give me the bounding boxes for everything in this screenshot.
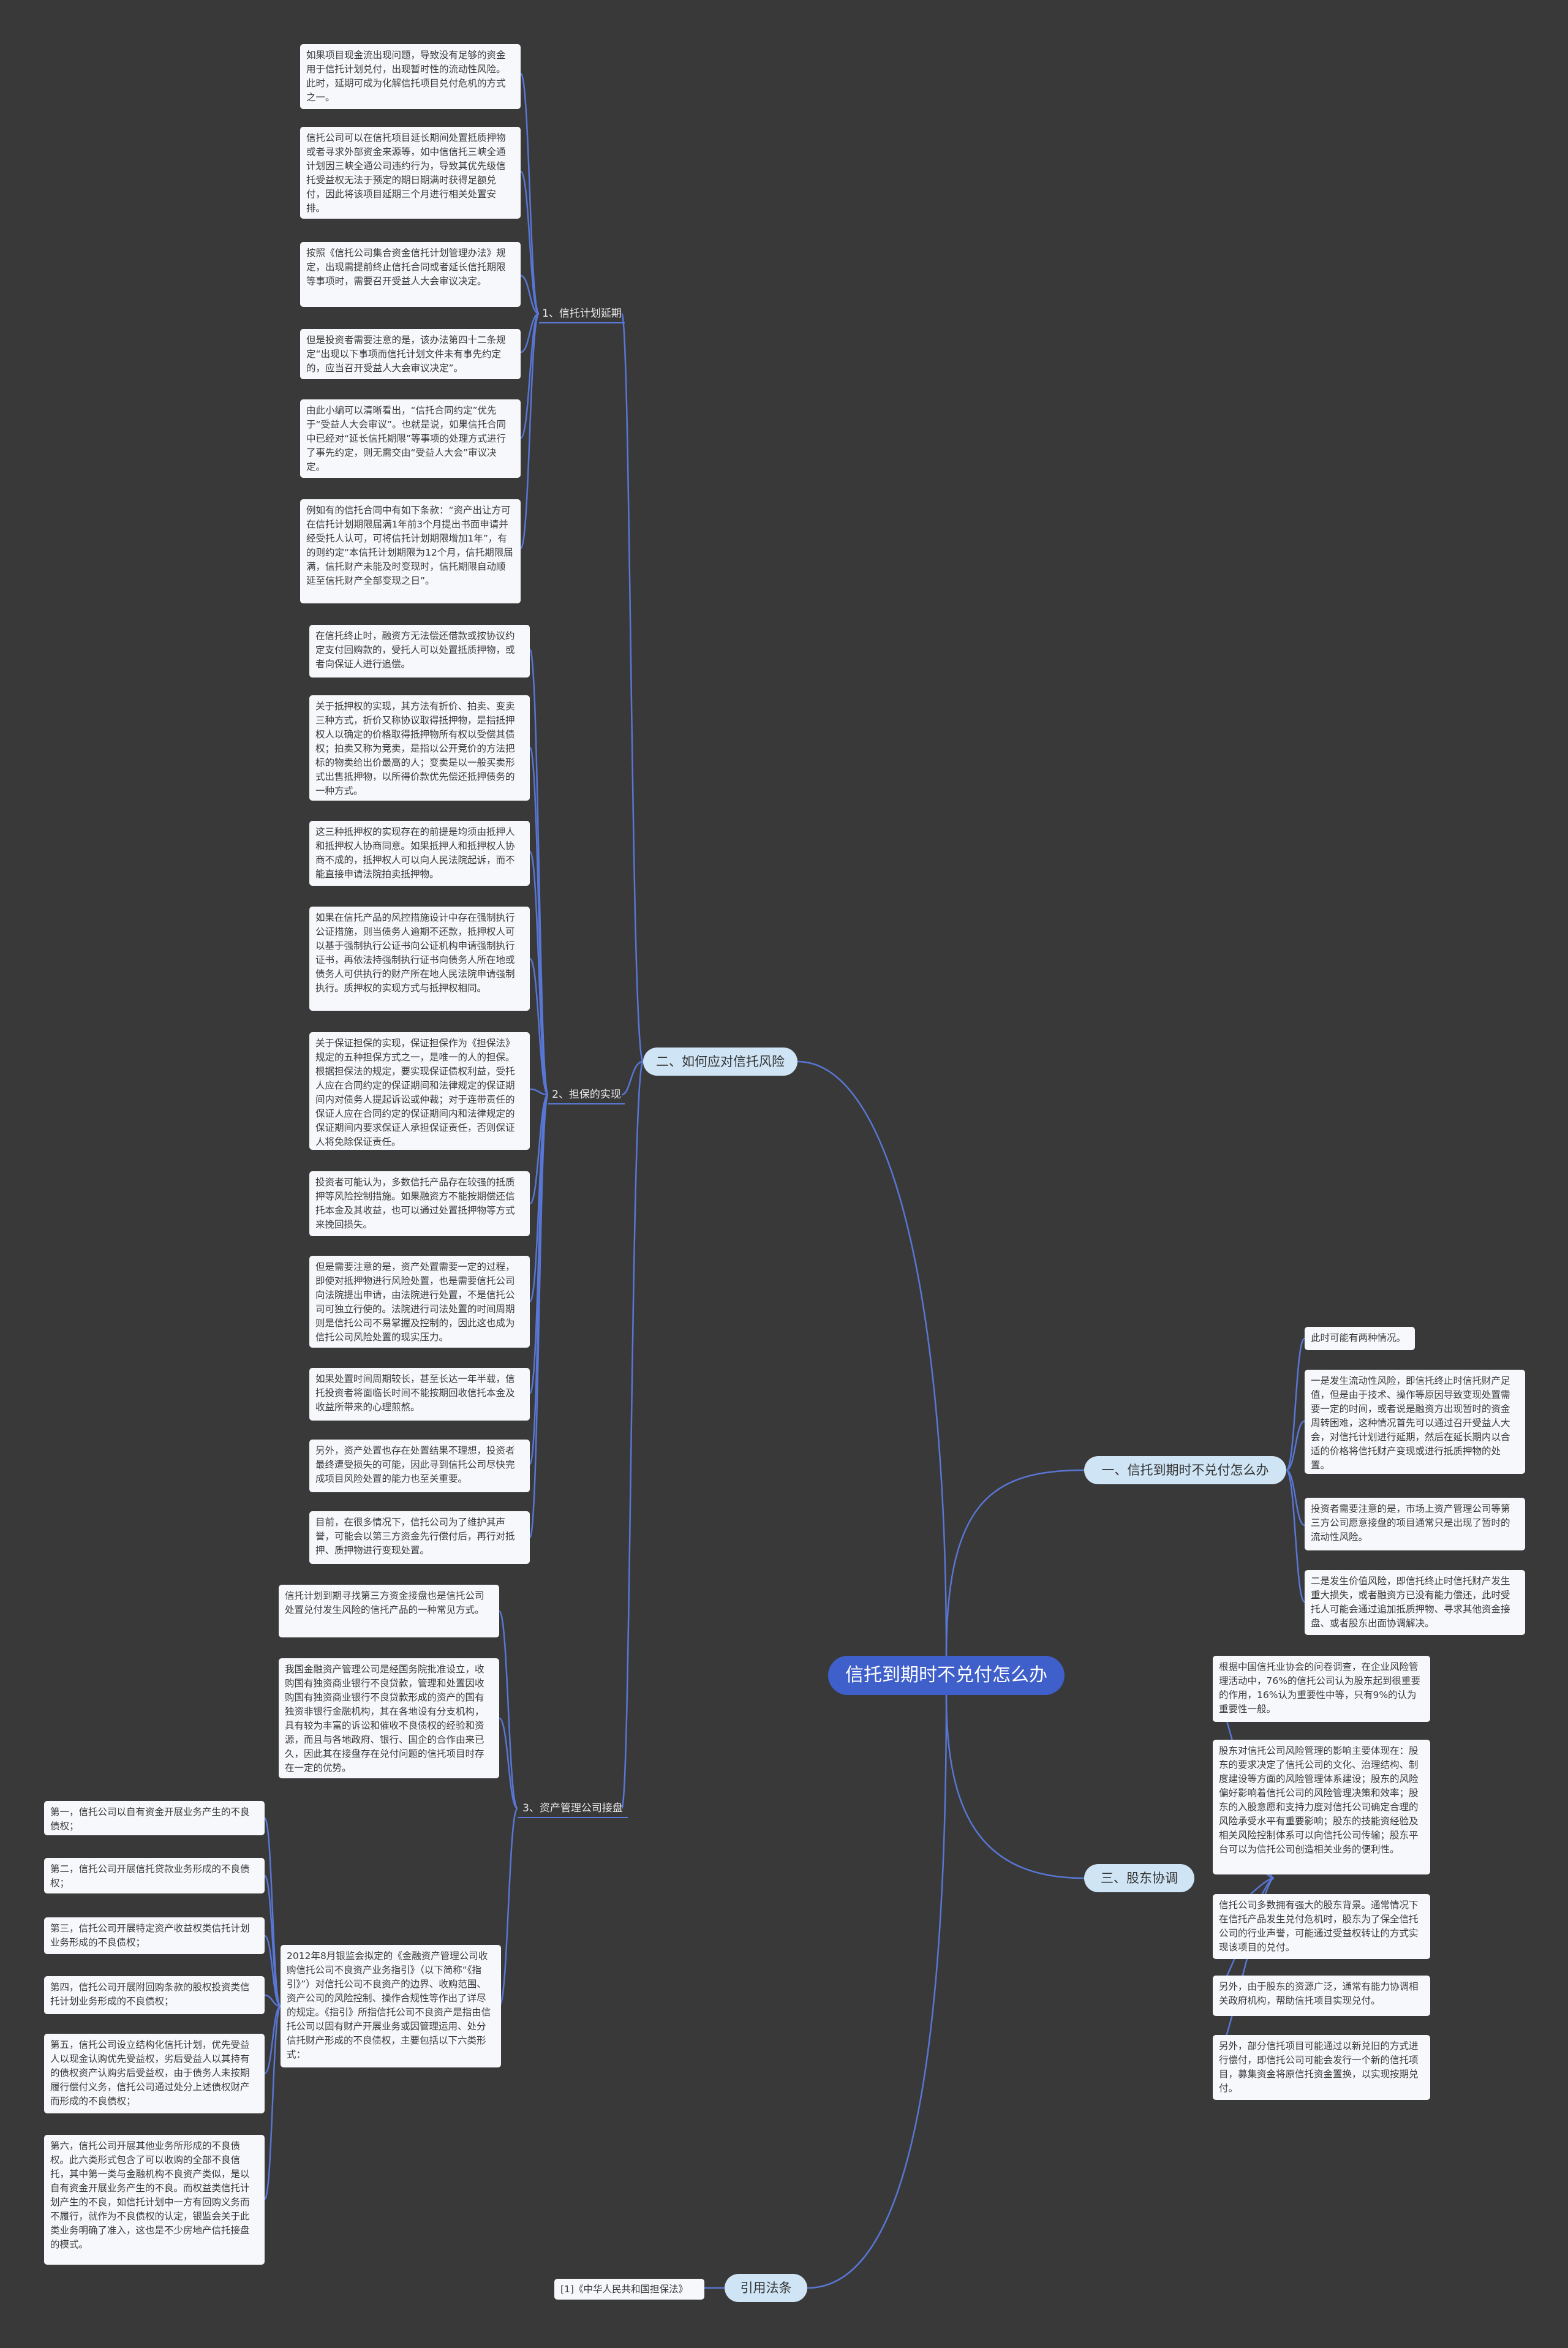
leaf-e5: 第五，信托公司设立结构化信托计划，优先受益人以现金认购优先受益权，劣后受益人以其… — [44, 2034, 265, 2113]
leaf-a2: 信托公司可以在信托项目延长期间处置抵质押物或者寻求外部资金来源等，如中信信托三峡… — [300, 127, 521, 219]
leaf-c10: 目前，在很多情况下，信托公司为了维护其声誉，可能会以第三方资金先行偿付后，再行对… — [309, 1511, 530, 1564]
leaf-r9: 另外，部分信托项目可能通过以新兑旧的方式进行偿付，即信托公司可能会发行一个新的信… — [1213, 2035, 1430, 2100]
leaf-c9: 另外，资产处置也存在处置结果不理想，投资者最终遭受损失的可能，因此寻到信托公司尽… — [309, 1440, 530, 1492]
leaf-r8: 另外，由于股东的资源广泛，通常有能力协调相关政府机构，帮助信托项目实现兑付。 — [1213, 1976, 1430, 2016]
leaf-a4: 但是投资者需要注意的是，该办法第四十二条规定“出现以下事项而信托计划文件未有事先… — [300, 329, 521, 379]
leaf-a6: 例如有的信托合同中有如下条款：“资产出让方可在信托计划期限届满1年前3个月提出书… — [300, 499, 521, 603]
leaf-r6: 股东对信托公司风险管理的影响主要体现在：股东的要求决定了信托公司的文化、治理结构… — [1213, 1740, 1430, 1874]
leaf-f1: [1]《中华人民共和国担保法》 — [554, 2279, 704, 2300]
edge-root-b4 — [807, 1694, 948, 2289]
edge-s1-leaves — [519, 72, 540, 549]
sub-s1[interactable]: 1、信托计划延期 — [539, 304, 625, 323]
sub-s2[interactable]: 2、担保的实现 — [548, 1085, 625, 1104]
edge-s3-leaves — [498, 1610, 519, 2007]
leaf-c6: 投资者可能认为，多数信托产品存在较强的抵质押等风险控制措施。如果融资方不能按期偿… — [309, 1171, 530, 1236]
edge-root-b3 — [945, 1694, 1085, 1879]
branch-b2[interactable]: 二、如何应对信托风险 — [643, 1048, 797, 1076]
edge-root-b2 — [797, 1060, 948, 1656]
leaf-e1: 第一，信托公司以自有资金开展业务产生的不良债权； — [44, 1801, 265, 1835]
leaf-r2: 一是发生流动性风险，即信托终止时信托财产足值，但是由于技术、操作等原因导致变现处… — [1305, 1370, 1525, 1474]
leaf-r7: 信托公司多数拥有强大的股东背景。通常情况下在信托产品发生兑付危机时，股东为了保全… — [1213, 1894, 1430, 1959]
leaf-e2: 第二，信托公司开展信托贷款业务形成的不良债权； — [44, 1858, 265, 1893]
branch-b3[interactable]: 三、股东协调 — [1084, 1864, 1194, 1892]
leaf-e4: 第四，信托公司开展附回购条款的股权投资类信托计划业务形成的不良债权； — [44, 1976, 265, 2014]
leaf-d3: 2012年8月银监会拟定的《金融资产管理公司收购信托公司不良资产业务指引》（以下… — [281, 1945, 501, 2067]
leaf-c5: 关于保证担保的实现，保证担保作为《担保法》规定的五种担保方式之一，是唯一的人的担… — [309, 1032, 530, 1150]
edge-d3-leaves — [263, 1817, 282, 2200]
leaf-c2: 关于抵押权的实现，其方法有折价、拍卖、变卖三种方式，折价又称协议取得抵押物，是指… — [309, 695, 530, 801]
leaf-d1: 信托计划到期寻找第三方资金接盘也是信托公司处置兑付发生风险的信托产品的一种常见方… — [279, 1585, 499, 1637]
leaf-e3: 第三，信托公司开展特定资产收益权类信托计划业务形成的不良债权； — [44, 1917, 265, 1954]
leaf-a5: 由此小编可以清晰看出，“信托合同约定”优先于“受益人大会审议”。也就是说，如果信… — [300, 399, 521, 478]
leaf-c1: 在信托终止时，融资方无法偿还借款或按协议约定支付回购款的，受托人可以处置抵质押物… — [309, 625, 530, 678]
root-node[interactable]: 信托到期时不兑付怎么办 — [828, 1656, 1065, 1695]
leaf-r4: 二是发生价值风险，即信托终止时信托财产发生重大损失，或者融资方已没有能力偿还，此… — [1305, 1570, 1525, 1635]
branch-b4[interactable]: 引用法条 — [725, 2274, 807, 2302]
edge-s2-leaves — [529, 648, 549, 1539]
edge-b1-leaves — [1285, 1337, 1306, 1603]
leaf-a3: 按照《信托公司集合资金信托计划管理办法》规定，出现需提前终止信托合同或者延长信托… — [300, 242, 521, 307]
leaf-e6: 第六，信托公司开展其他业务所形成的不良债权。此六类形式包含了可以收购的全部不良信… — [44, 2135, 265, 2265]
leaf-d2: 我国金融资产管理公司是经国务院批准设立，收购国有独资商业银行不良贷款，管理和处置… — [279, 1658, 499, 1778]
leaf-r1: 此时可能有两种情况。 — [1305, 1327, 1415, 1350]
leaf-c7: 但是需要注意的是，资产处置需要一定的过程，即使对抵押物进行风险处置，也是需要信托… — [309, 1256, 530, 1348]
branch-b1[interactable]: 一、信托到期时不兑付怎么办 — [1084, 1456, 1286, 1484]
leaf-c4: 如果在信托产品的风控措施设计中存在强制执行公证措施，则当债务人逾期不还款，抵押权… — [309, 907, 530, 1011]
leaf-r5: 根据中国信托业协会的问卷调查，在企业风险管理活动中，76%的信托公司认为股东起到… — [1213, 1656, 1430, 1722]
sub-s3[interactable]: 3、资产管理公司接盘 — [518, 1799, 628, 1818]
leaf-c8: 如果处置时间周期较长，甚至长达一年半载，信托投资者将面临长时间不能按期回收信托本… — [309, 1368, 530, 1421]
leaf-c3: 这三种抵押权的实现存在的前提是均须由抵押人和抵押权人协商同意。如果抵押人和抵押权… — [309, 821, 530, 886]
edge-root-b1 — [945, 1469, 1085, 1658]
leaf-r3: 投资者需要注意的是，市场上资产管理公司等第三方公司愿意接盘的项目通常只是出现了暂… — [1305, 1498, 1525, 1550]
edge-b2-subs — [620, 312, 644, 1810]
leaf-a1: 如果项目现金流出现问题，导致没有足够的资金用于信托计划兑付，出现暂时性的流动性风… — [300, 44, 521, 109]
